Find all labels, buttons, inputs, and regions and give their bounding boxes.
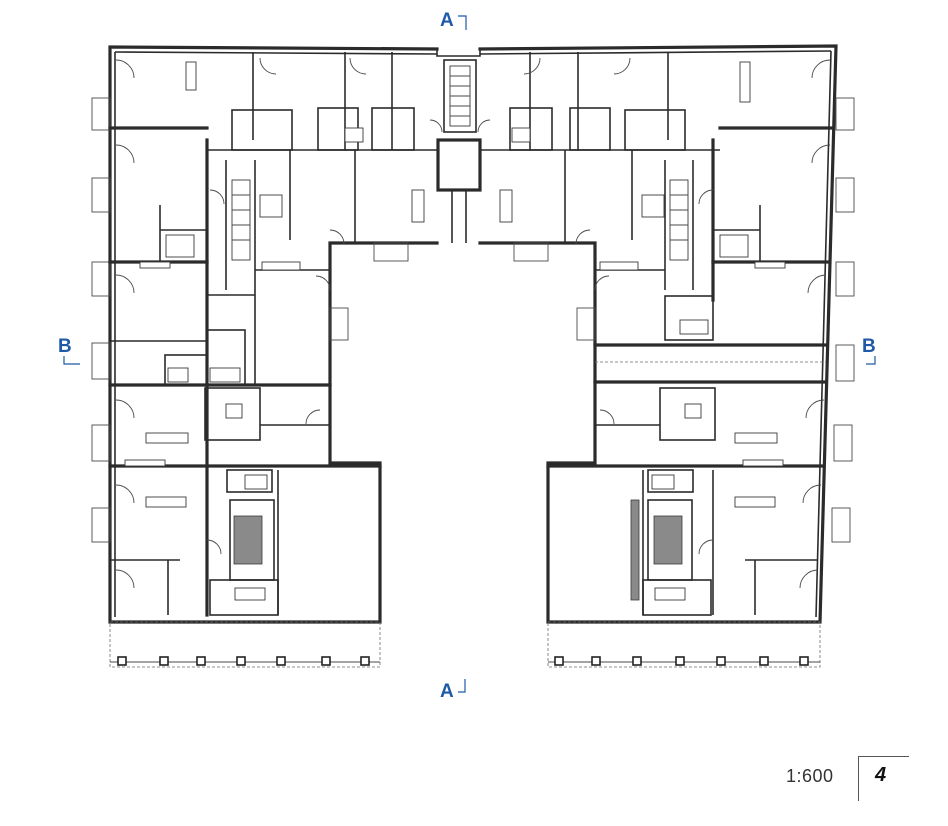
section-label-b-right: B [862,336,876,357]
page-number-frame [858,756,909,801]
section-label-a-top: A [440,10,454,31]
page-number: 4 [875,764,887,786]
doors [115,57,831,589]
section-markers: A A B B [58,10,876,702]
interior-walls-left [108,52,437,617]
scale-label: 1:600 [786,766,834,786]
section-label-b-left: B [58,336,72,357]
interior-walls-right [436,52,834,616]
stairs [231,65,689,565]
fixtures [124,61,786,601]
section-label-a-bottom: A [440,681,454,702]
balconies [91,97,855,668]
